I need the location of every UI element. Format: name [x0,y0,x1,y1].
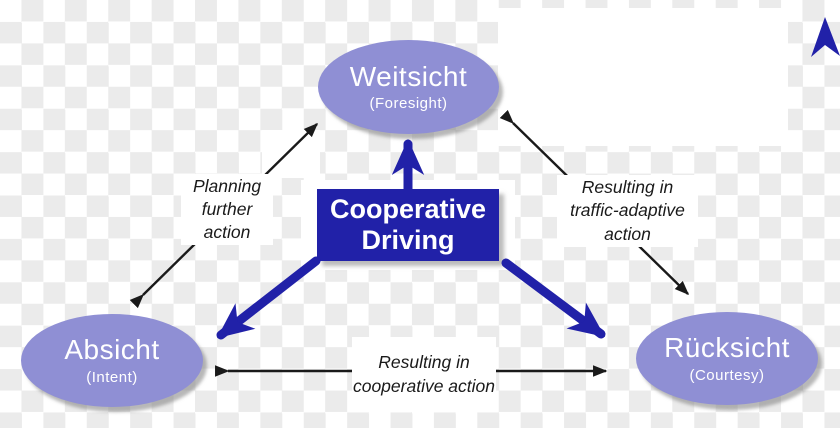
node-absicht: Absicht (Intent) [21,314,203,407]
arrow-center-to-ruecksicht [501,258,606,339]
edge-label-planning: Planning further action [181,174,273,245]
node-weitsicht-label: Weitsicht [349,60,468,92]
node-absicht-label: Absicht [64,334,160,366]
node-ruecksicht-label: Rücksicht [664,332,790,364]
node-absicht-sublabel: (Intent) [86,368,138,386]
edge-label-cooperative-text: Resulting in cooperative action [352,352,496,396]
arrow-center-to-absicht [216,256,321,340]
node-ruecksicht: Rücksicht (Courtesy) [636,312,818,405]
node-weitsicht-sublabel: (Foresight) [369,95,448,113]
edge-label-traffic-adaptive: Resulting in traffic-adaptive action [557,175,698,247]
edge-label-traffic-adaptive-text: Resulting in traffic-adaptive action [570,177,685,244]
cropped-arrowhead-top-right-icon [811,17,840,57]
node-weitsicht: Weitsicht (Foresight) [318,40,499,134]
node-ruecksicht-sublabel: (Courtesy) [689,366,765,384]
edge-label-planning-text: Planning further action [192,175,262,243]
center-box-label: Cooperative Driving [329,193,487,255]
edge-label-cooperative: Resulting in cooperative action [352,337,496,412]
